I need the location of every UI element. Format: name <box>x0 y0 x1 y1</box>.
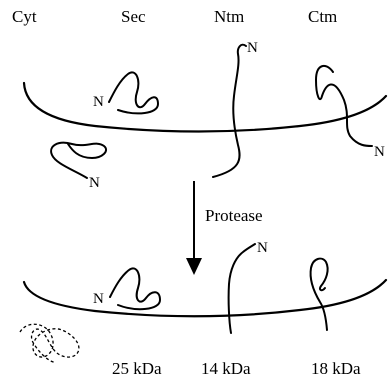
sec-protein-top <box>109 72 158 113</box>
membrane-bottom <box>24 280 386 316</box>
sec-n-terminus-bottom: N <box>93 291 104 307</box>
ctm-n-terminus-top: N <box>374 144 385 160</box>
column-label-cyt: Cyt <box>12 7 37 26</box>
cyt-n-terminus-top: N <box>89 175 100 191</box>
ctm-protein-top <box>316 66 372 146</box>
size-label-sec: 25 kDa <box>112 359 162 378</box>
cyt-protein-top <box>51 143 106 178</box>
column-label-sec: Sec <box>121 7 146 26</box>
degraded-cyt-protein <box>20 324 79 362</box>
size-label-ctm: 18 kDa <box>311 359 361 378</box>
sec-n-terminus-top: N <box>93 94 104 110</box>
sec-protein-bottom <box>110 268 160 309</box>
membrane-top <box>24 83 386 132</box>
ntm-n-terminus-bottom: N <box>257 240 268 256</box>
protease-label: Protease <box>205 206 263 225</box>
column-label-ctm: Ctm <box>308 7 337 26</box>
size-label-ntm: 14 kDa <box>201 359 251 378</box>
ntm-n-terminus-top: N <box>247 40 258 56</box>
ctm-protein-bottom <box>311 259 328 330</box>
column-label-ntm: Ntm <box>214 7 244 26</box>
ntm-protein-bottom <box>229 244 255 333</box>
ntm-protein-top <box>213 45 246 177</box>
protease-arrow-head <box>186 258 202 275</box>
